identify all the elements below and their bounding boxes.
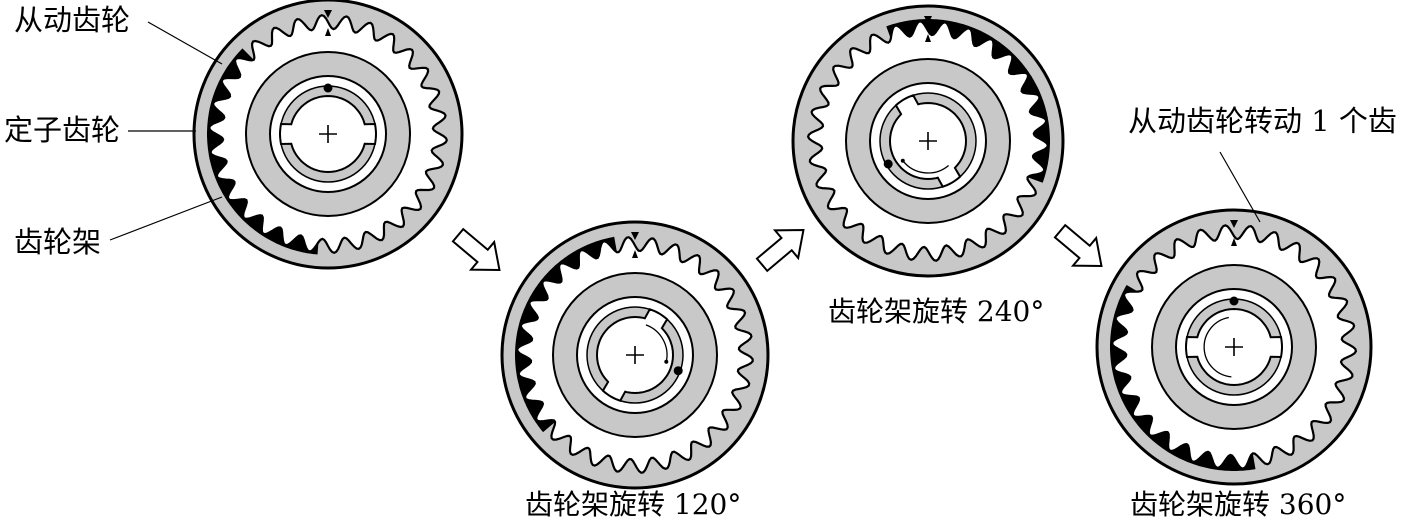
rotation-arc [902,160,950,174]
leader-lines [109,21,1261,241]
caption-rotate-240: 齿轮架旋转 240° [828,295,1044,328]
gear-stage-360deg [1095,208,1373,486]
rotation-arc [645,324,668,362]
caption-rotate-120: 齿轮架旋转 120° [525,488,741,521]
label-gear-carrier: 齿轮架 [14,225,101,259]
top-marker-icon [324,10,332,18]
reference-dot [673,366,683,376]
gear-marker-icon [632,250,638,258]
top-marker-icon [924,16,932,24]
reference-dot [883,159,893,169]
center-cross-icon [626,346,644,364]
rotation-arc [1203,316,1232,378]
gear-stage-240deg [791,4,1065,278]
caption-rotate-360: 齿轮架旋转 360° [1130,488,1346,521]
label-stator-gear: 定子齿轮 [4,113,120,147]
leader-gear-carrier [109,196,223,241]
gear-marker-icon [1231,238,1237,246]
center-cross-icon [919,132,937,150]
arrow-outline [1053,223,1103,268]
mesh-zone [207,48,319,255]
transition-arrows [451,223,1103,273]
reference-dot [1229,296,1239,306]
arrow-down-right-icon [451,227,501,272]
gear-marker-icon [925,34,931,42]
gear-marker-icon [325,28,331,36]
mesh-zone [1110,285,1256,471]
center-cross-icon [319,125,337,143]
label-one-tooth: 从动齿轮转动 1 个齿 [1128,104,1397,138]
label-driven-gear: 从动齿轮 [14,3,130,37]
gear-stage-120deg [500,220,770,490]
leader-one-tooth [1219,151,1261,223]
arrowhead-icon [664,359,669,364]
arrow-up-right-icon [755,228,805,273]
arrowhead-icon [900,158,905,163]
mesh-zone [515,236,618,433]
leader-driven-gear [147,21,223,65]
top-marker-icon [1230,220,1238,228]
center-cross-icon [1225,338,1243,356]
arrow-down-right-icon [1053,223,1103,268]
arrow-outline [451,227,501,272]
arrow-outline [755,228,805,273]
top-marker-icon [631,232,639,240]
gear-stage-0deg [192,0,464,270]
reference-dot [323,83,333,93]
